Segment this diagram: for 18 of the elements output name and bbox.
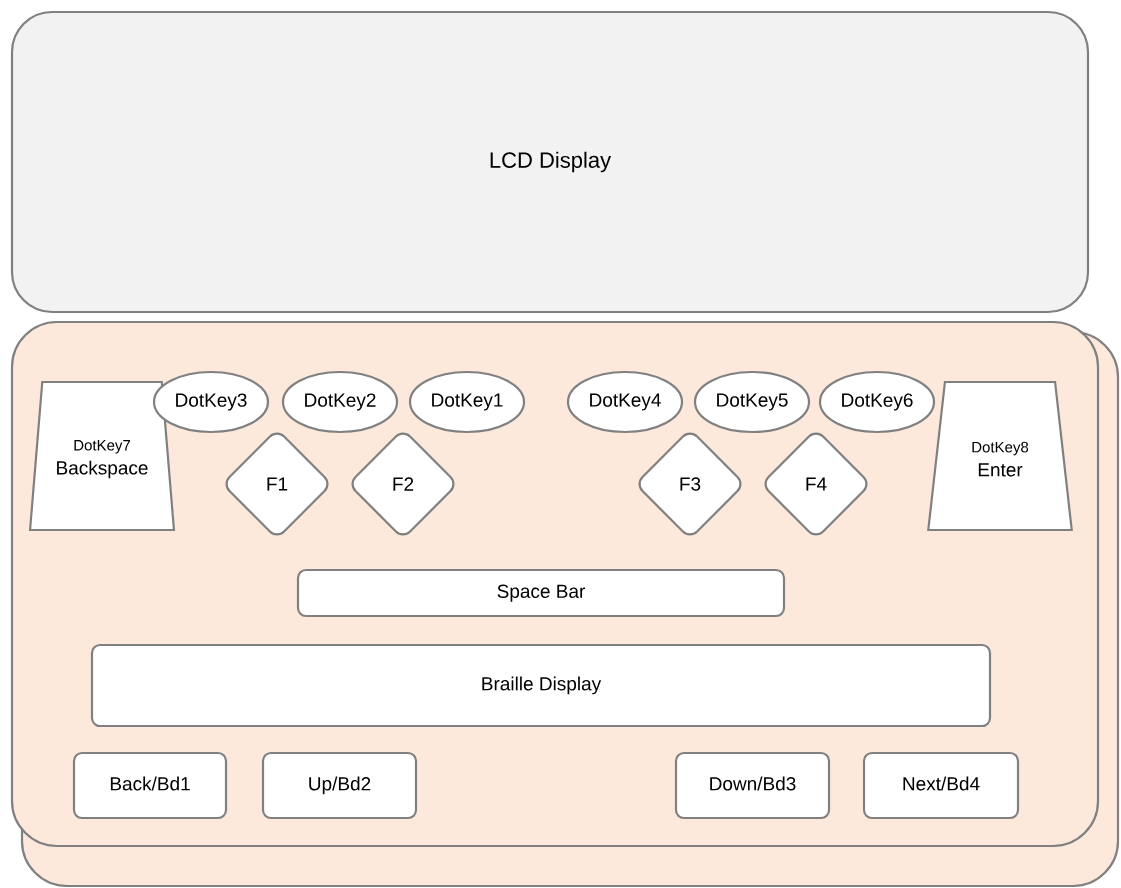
display-bar: Braille Display [90,643,992,728]
key: Down/Bd3 [674,751,831,820]
function-key: F3 [638,432,742,536]
key: Back/Bd1 [72,751,228,820]
function-key: F4 [764,432,868,536]
key: Up/Bd2 [261,751,418,820]
key: Next/Bd4 [862,751,1020,820]
dot-key: DotKey4 [566,370,684,434]
dot-key: DotKey1 [408,370,526,434]
dot-key: DotKey2 [281,370,399,434]
display-bar: Space Bar [296,568,786,618]
function-key: F1 [225,432,329,536]
key: DotKey7 Backspace [28,380,176,532]
dot-key: DotKey5 [693,370,811,434]
lcd-display: LCD Display [10,10,1090,314]
dot-key: DotKey3 [152,370,270,434]
function-key: F2 [351,432,455,536]
dot-key: DotKey6 [818,370,936,434]
